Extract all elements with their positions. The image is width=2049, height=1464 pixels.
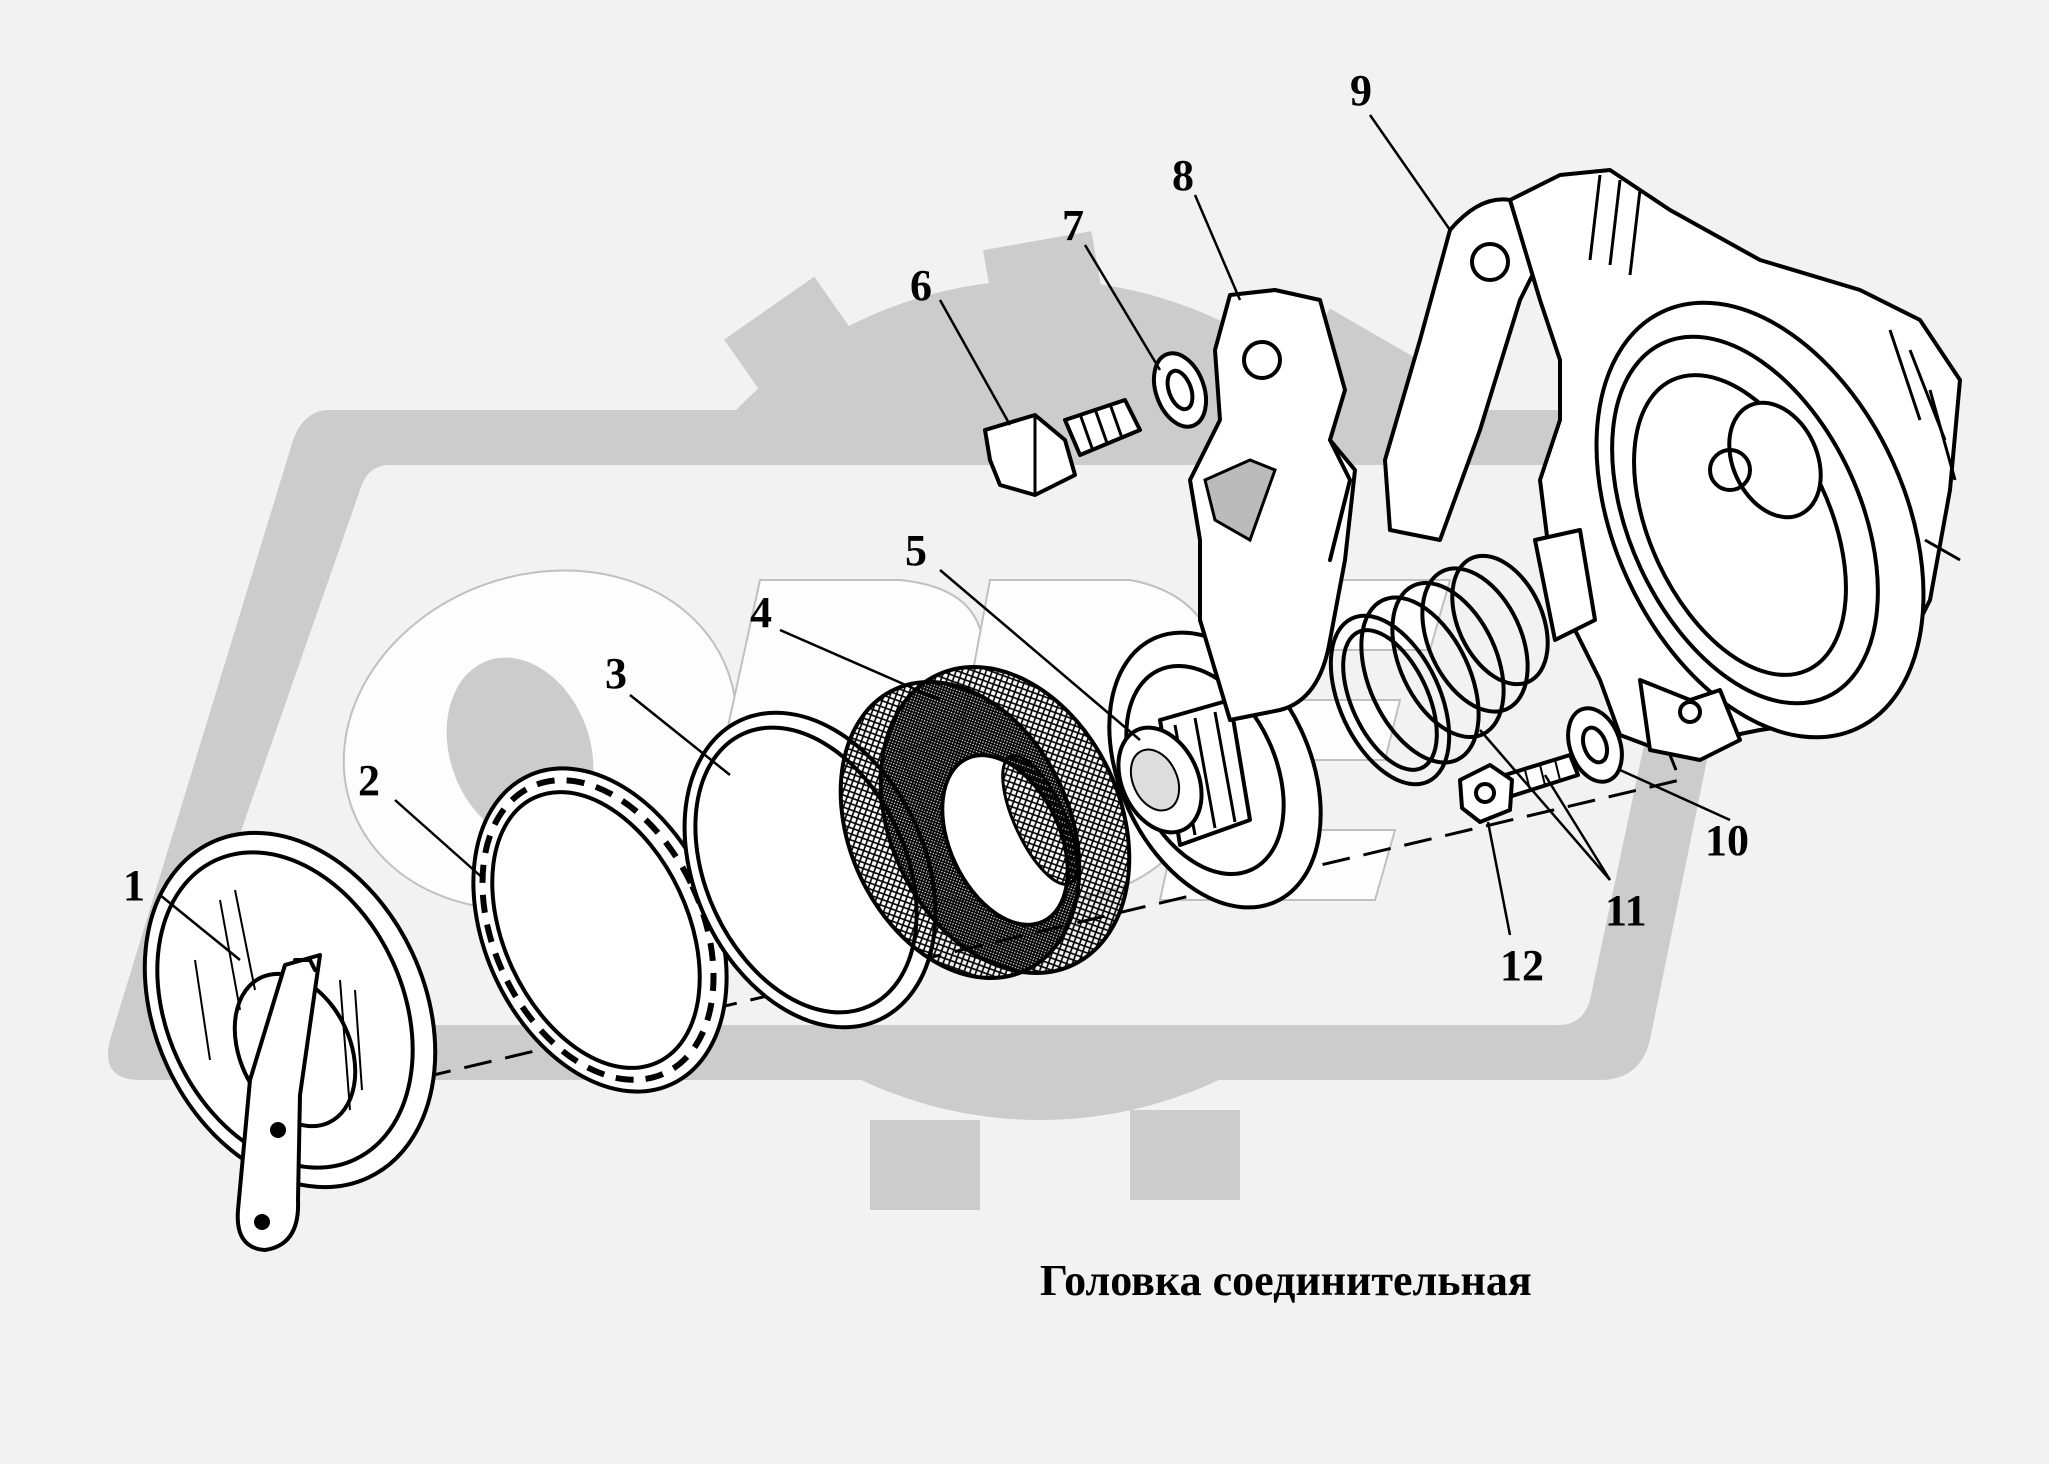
part-1-cover <box>142 830 438 1252</box>
callout-3: 3 <box>605 649 627 698</box>
part-8-bracket <box>1188 288 1357 722</box>
callout-8: 8 <box>1172 151 1194 200</box>
callout-11: 11 <box>1605 886 1647 935</box>
part-4-rubber-seal <box>838 665 1132 980</box>
part-9-head-body <box>1383 168 1962 762</box>
callout-7: 7 <box>1062 201 1084 250</box>
callout-labels: 1 2 3 4 5 6 7 8 9 10 11 12 <box>123 66 1749 990</box>
part-10-washer <box>1566 706 1624 784</box>
callout-6: 6 <box>910 261 932 310</box>
diagram-caption: Головка соединительная <box>1040 1256 1532 1305</box>
spring <box>1328 553 1550 787</box>
callout-2: 2 <box>358 756 380 805</box>
part-7-washer <box>1151 351 1209 429</box>
part-6-bolt <box>983 398 1142 497</box>
callout-5: 5 <box>905 526 927 575</box>
part-12-nut <box>1458 763 1514 824</box>
callout-1: 1 <box>123 861 145 910</box>
leader-lines <box>159 114 1731 961</box>
callout-4: 4 <box>750 588 772 637</box>
callout-9: 9 <box>1350 66 1372 115</box>
callout-10: 10 <box>1705 816 1749 865</box>
callout-12: 12 <box>1500 941 1544 990</box>
